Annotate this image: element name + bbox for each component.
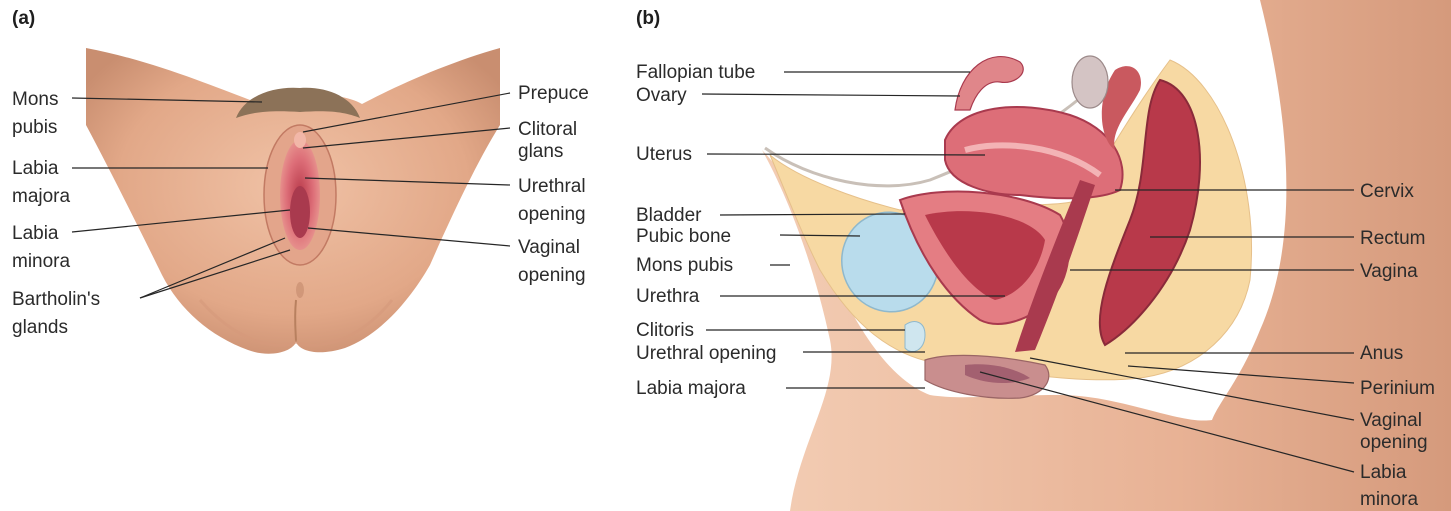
label-ovary: Ovary (636, 85, 687, 106)
label-labia-majora-a-2: majora (12, 186, 71, 207)
label-urethral-opening-a-2: opening (518, 204, 586, 225)
label-urethral-opening-b: Urethral opening (636, 343, 776, 364)
panel-a: (a) Mons pubis Labia majora Labia minora… (12, 8, 589, 354)
label-bartholins-glands-1: Bartholin's (12, 289, 100, 310)
label-rectum: Rectum (1360, 228, 1425, 249)
panel-b-tag: (b) (636, 8, 660, 29)
ovary-illustration (1072, 56, 1108, 108)
label-vagina: Vagina (1360, 261, 1418, 282)
label-bartholins-glands-2: glands (12, 317, 68, 338)
label-vaginal-opening-a-2: opening (518, 265, 586, 286)
label-mons-pubis-b: Mons pubis (636, 255, 733, 276)
label-labia-minora-a-2: minora (12, 251, 71, 272)
label-pubic-bone: Pubic bone (636, 226, 731, 247)
label-urethral-opening-a-1: Urethral (518, 176, 586, 197)
label-vaginal-opening-b-2: opening (1360, 432, 1428, 453)
label-clitoral-glans-2: glans (518, 141, 563, 162)
label-perinium: Perinium (1360, 378, 1435, 399)
label-vaginal-opening-b-1: Vaginal (1360, 410, 1422, 431)
label-clitoris: Clitoris (636, 320, 694, 341)
label-labia-majora-a-1: Labia (12, 158, 59, 179)
label-mons-pubis-a-1: Mons (12, 89, 58, 110)
label-prepuce: Prepuce (518, 83, 589, 104)
label-cervix: Cervix (1360, 181, 1414, 202)
fallopian-tube-illustration (955, 57, 1023, 110)
uterus-illustration (945, 107, 1123, 198)
label-urethra: Urethra (636, 286, 700, 307)
label-labia-minora-a-1: Labia (12, 223, 59, 244)
panel-a-tag: (a) (12, 8, 35, 29)
label-bladder: Bladder (636, 205, 702, 226)
label-labia-majora-b: Labia majora (636, 378, 746, 399)
label-vaginal-opening-a-1: Vaginal (518, 237, 580, 258)
label-mons-pubis-a-2: pubis (12, 117, 57, 138)
label-labia-minora-b-2: minora (1360, 489, 1419, 510)
label-labia-minora-b-1: Labia (1360, 462, 1407, 483)
label-anus: Anus (1360, 343, 1403, 364)
label-clitoral-glans-1: Clitoral (518, 119, 577, 140)
label-uterus: Uterus (636, 144, 692, 165)
panel-b: (b) (636, 0, 1451, 511)
label-fallopian-tube: Fallopian tube (636, 62, 755, 83)
